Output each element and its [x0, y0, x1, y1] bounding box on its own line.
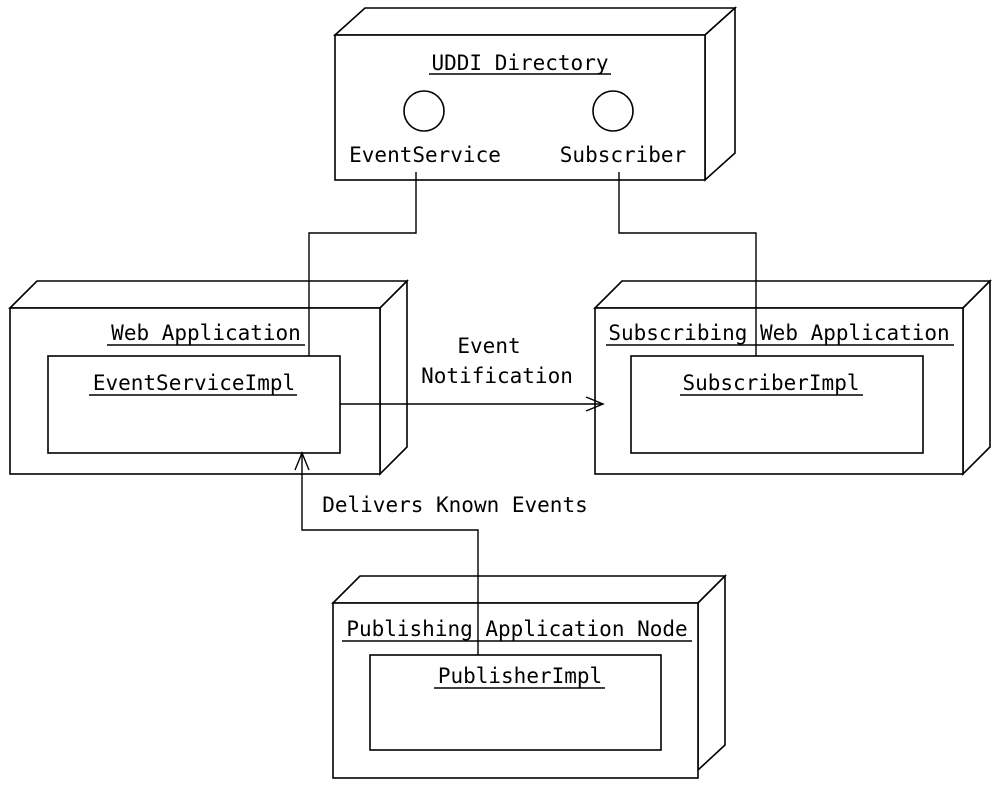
eventservice-connector: [308, 172, 417, 356]
eventservice-interface-icon[interactable]: [403, 90, 445, 132]
subscriberimpl-component[interactable]: SubscriberImpl: [630, 355, 924, 454]
event-notification-label-line2: Notification: [421, 364, 573, 388]
publisherimpl-component[interactable]: PublisherImpl: [369, 654, 662, 751]
uddi-directory-title: UDDI Directory: [431, 51, 608, 75]
publishing-application-node[interactable]: Publishing Application Node PublisherImp…: [331, 574, 727, 779]
delivers-known-events-arrow: [294, 451, 479, 655]
subscriber-interface-label: Subscriber: [560, 143, 686, 167]
subscriber-connector: [618, 172, 757, 356]
eventservice-interface-label: EventService: [349, 143, 501, 167]
subscriber-interface-icon[interactable]: [592, 90, 634, 132]
event-notification-arrow: [340, 396, 605, 412]
event-notification-label-line1: Event: [457, 334, 520, 358]
publishing-application-node-title: Publishing Application Node: [346, 617, 687, 641]
publisherimpl-label: PublisherImpl: [438, 664, 602, 688]
uddi-directory-node[interactable]: UDDI Directory EventService Subscriber: [332, 6, 738, 182]
web-application-node[interactable]: Web Application EventServiceImpl: [8, 279, 409, 476]
eventserviceimpl-label: EventServiceImpl: [93, 371, 295, 395]
delivers-known-events-label: Delivers Known Events: [322, 493, 588, 517]
subscribing-web-application-title: Subscribing Web Application: [608, 321, 949, 345]
subscribing-web-application-node[interactable]: Subscribing Web Application SubscriberIm…: [593, 279, 992, 476]
subscriberimpl-label: SubscriberImpl: [682, 371, 859, 395]
web-application-title: Web Application: [111, 321, 301, 345]
eventserviceimpl-component[interactable]: EventServiceImpl: [47, 355, 341, 454]
